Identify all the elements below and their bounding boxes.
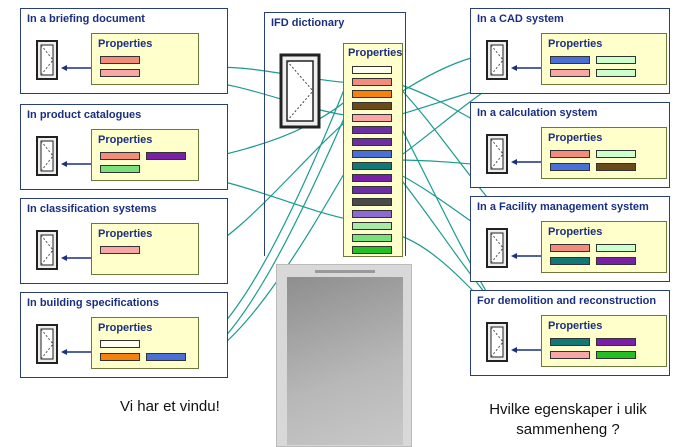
context-title: In building specifications — [27, 297, 160, 309]
properties-box: Properties — [91, 33, 199, 85]
property-bar — [550, 163, 590, 171]
context-title: In a Facility management system — [477, 201, 649, 213]
context-title: In classification systems — [27, 203, 157, 215]
window-icon — [485, 133, 509, 175]
window-icon — [485, 39, 509, 81]
properties-label: Properties — [98, 38, 153, 50]
ifd-property-bar — [352, 162, 392, 170]
ifd-property-bar — [352, 138, 392, 146]
property-bar — [100, 340, 140, 348]
property-bar — [550, 150, 590, 158]
window-icon — [35, 39, 59, 81]
properties-label: Properties — [98, 322, 153, 334]
ifd-property-bar — [352, 78, 392, 86]
arrow-icon — [61, 343, 91, 361]
arrow-icon — [511, 153, 541, 171]
property-bar — [550, 338, 590, 346]
properties-label: Properties — [548, 226, 603, 238]
ifd-property-bar — [352, 150, 392, 158]
properties-label: Properties — [548, 38, 603, 50]
ifd-property-bar — [352, 198, 392, 206]
ifd-property-bar — [352, 186, 392, 194]
properties-box: Properties — [541, 33, 667, 85]
ifd-property-bar — [352, 222, 392, 230]
property-bar — [550, 351, 590, 359]
ifd-property-bar — [352, 66, 392, 74]
property-bar — [550, 69, 590, 77]
property-bar — [100, 152, 140, 160]
properties-box: Properties — [91, 223, 199, 275]
arrow-icon — [511, 59, 541, 77]
arrow-icon — [511, 341, 541, 359]
properties-label: Properties — [548, 132, 603, 144]
property-bar — [596, 351, 636, 359]
property-bar — [596, 150, 636, 158]
property-bar — [100, 69, 140, 77]
property-bar — [550, 257, 590, 265]
property-bar — [596, 257, 636, 265]
context-title: In product catalogues — [27, 109, 142, 121]
property-bar — [146, 152, 186, 160]
window-glass — [287, 277, 403, 445]
window-icon — [485, 227, 509, 269]
context-title: For demolition and reconstruction — [477, 295, 657, 307]
properties-label: Properties — [548, 320, 603, 332]
ifd-properties-box: Properties — [343, 43, 403, 257]
arrow-icon — [61, 155, 91, 173]
window-icon — [35, 229, 59, 271]
property-bar — [596, 163, 636, 171]
window-photo — [276, 264, 412, 447]
ifd-property-bar — [352, 246, 392, 254]
window-icon — [35, 135, 59, 177]
properties-label: Properties — [98, 228, 153, 240]
arrow-icon — [511, 247, 541, 265]
ifd-dictionary-panel: IFD dictionary Properties — [264, 12, 406, 257]
property-bar — [100, 246, 140, 254]
caption-left: Vi har et vindu! — [120, 398, 220, 415]
property-bar — [100, 165, 140, 173]
property-bar — [596, 56, 636, 64]
ifd-property-bar — [352, 114, 392, 122]
context-title: In a briefing document — [27, 13, 145, 25]
properties-box: Properties — [541, 127, 667, 179]
property-bar — [550, 56, 590, 64]
property-bar — [596, 69, 636, 77]
properties-box: Properties — [541, 221, 667, 273]
ifd-window-icon — [277, 53, 323, 131]
window-handle — [315, 270, 375, 273]
ifd-property-bar — [352, 210, 392, 218]
window-icon — [35, 323, 59, 365]
property-bar — [100, 56, 140, 64]
window-icon — [485, 321, 509, 363]
ifd-property-bar — [352, 174, 392, 182]
properties-box: Properties — [541, 315, 667, 367]
property-bar — [100, 353, 140, 361]
properties-box: Properties — [91, 129, 199, 181]
ifd-property-bar — [352, 90, 392, 98]
property-bar — [596, 244, 636, 252]
property-bar — [550, 244, 590, 252]
ifd-properties-label: Properties — [348, 47, 403, 59]
properties-label: Properties — [98, 134, 153, 146]
property-bar — [146, 353, 186, 361]
property-bar — [596, 338, 636, 346]
context-title: In a CAD system — [477, 13, 564, 25]
ifd-title: IFD dictionary — [271, 17, 345, 29]
ifd-property-bar — [352, 234, 392, 242]
arrow-icon — [61, 59, 91, 77]
ifd-property-bar — [352, 126, 392, 134]
ifd-property-bar — [352, 102, 392, 110]
arrow-icon — [61, 249, 91, 267]
caption-right: Hvilke egenskaper i ulik sammenheng ? — [489, 401, 647, 438]
properties-box: Properties — [91, 317, 199, 369]
context-title: In a calculation system — [477, 107, 598, 119]
